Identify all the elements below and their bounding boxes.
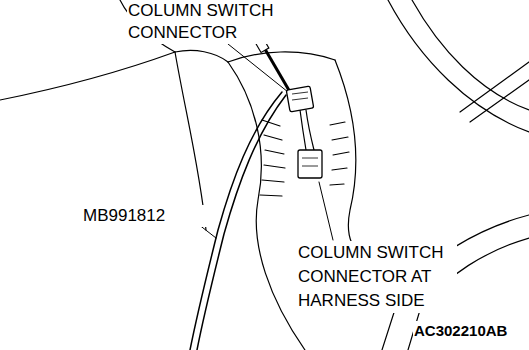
figure-code: AC302210AB [413, 321, 525, 341]
part-label: COLUMN SWITCH CONNECTOR [127, 0, 287, 44]
tool-label: MB991812 [82, 205, 214, 227]
part-label: COLUMN SWITCH CONNECTOR AT HARNESS SIDE [297, 241, 457, 313]
